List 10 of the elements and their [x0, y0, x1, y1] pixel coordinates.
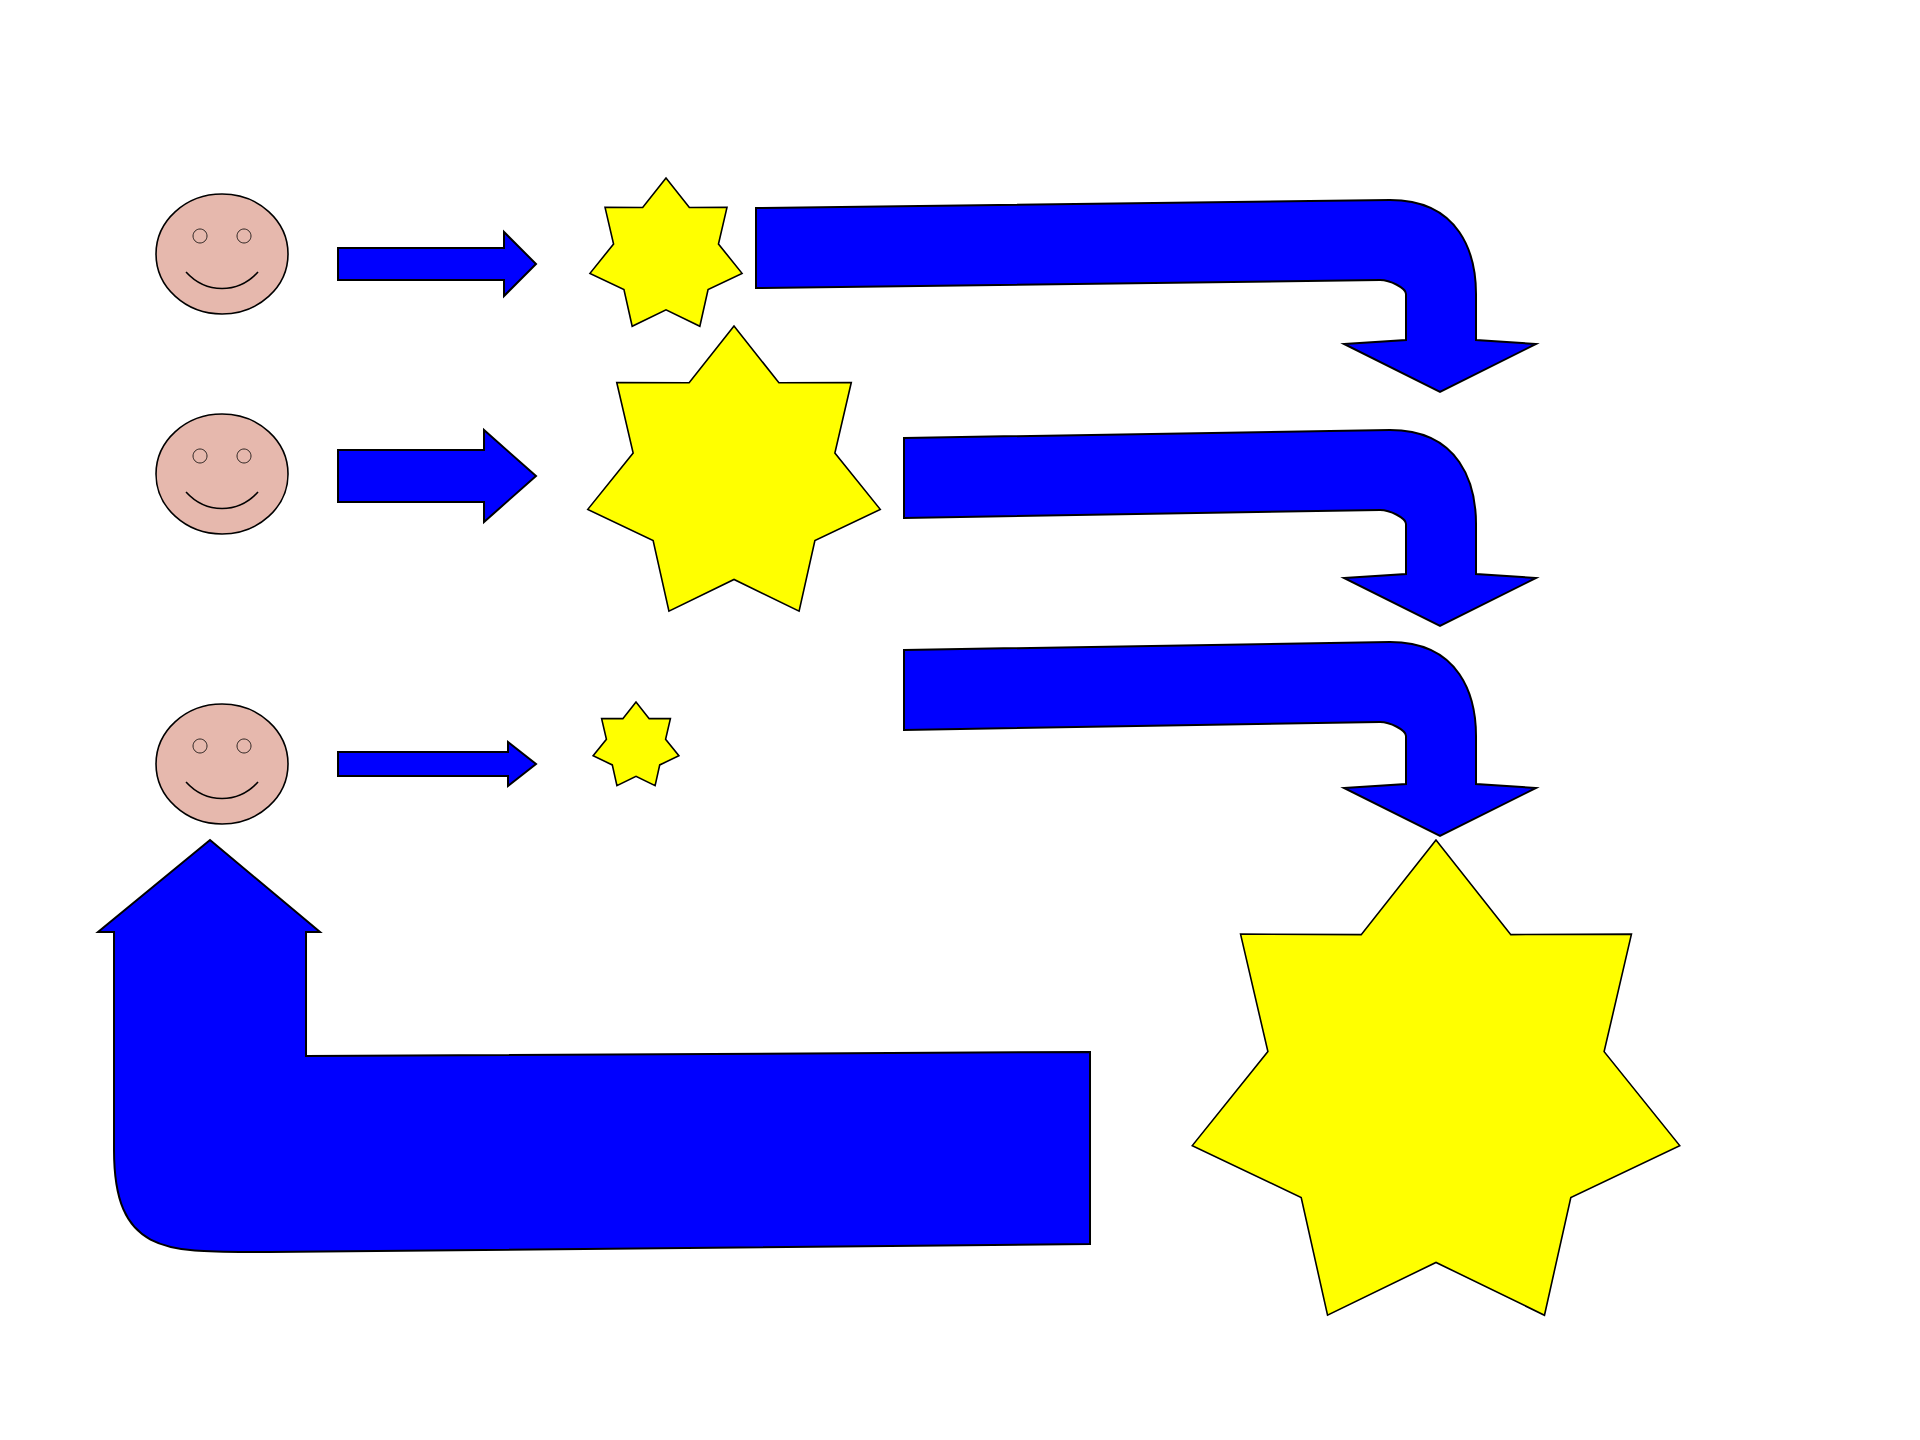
block-arrow	[903, 429, 1537, 627]
block-arrow	[337, 427, 538, 525]
smiley-face	[155, 193, 289, 315]
block-arrow	[903, 641, 1537, 837]
block-arrow	[337, 739, 538, 789]
block-arrow	[755, 199, 1537, 393]
block-arrow	[337, 229, 538, 299]
smiley-face	[155, 703, 289, 825]
block-arrow	[97, 839, 1091, 1254]
smiley-face	[155, 413, 289, 535]
